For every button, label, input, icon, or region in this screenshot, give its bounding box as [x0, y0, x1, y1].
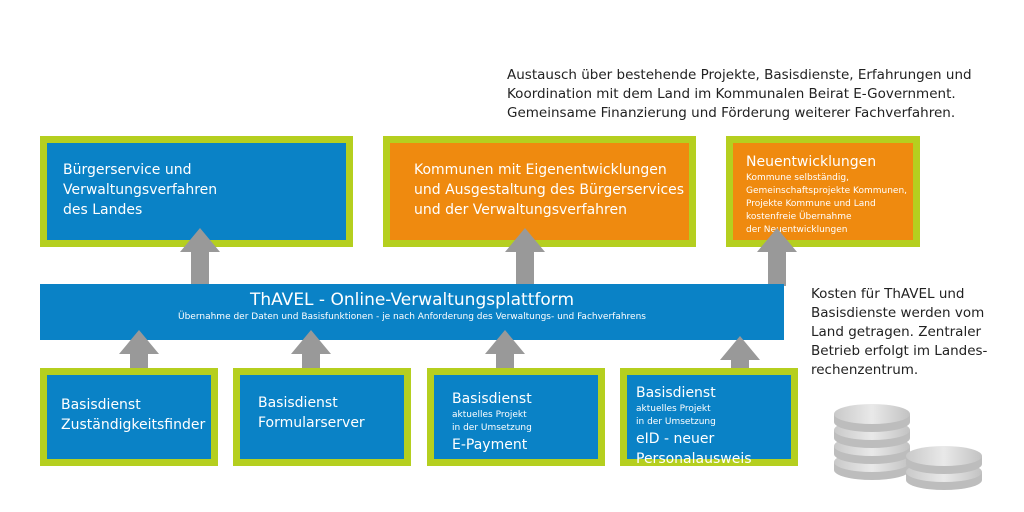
up-arrow-icon	[180, 228, 220, 286]
note-right: Kosten für ThAVEL und Basisdienste werde…	[811, 285, 987, 380]
box-land-line: Bürgerservice und Verwaltungsverfahren	[63, 162, 218, 198]
box-b4-small: aktuelles Projekt	[636, 404, 711, 414]
note-top: Austausch über bestehende Projekte, Basi…	[507, 66, 972, 123]
box-formularserver: Basisdienst Formularserver	[233, 368, 411, 466]
note-top-line: Koordination mit dem Land im Kommunalen …	[507, 86, 956, 102]
box-b3-small: in der Umsetzung	[452, 423, 532, 433]
up-arrow-icon	[757, 228, 797, 286]
box-b4-title: Basisdienst	[636, 385, 716, 401]
note-right-line: rechenzentrum.	[811, 362, 919, 378]
box-b2-line: Formularserver	[258, 415, 365, 431]
platform-bar: ThAVEL - Online-Verwaltungsplattform Übe…	[40, 284, 784, 340]
note-right-line: Basisdienste werden vom	[811, 305, 985, 321]
box-zustaendigkeitsfinder: Basisdienst Zuständigkeitsfinder	[40, 368, 218, 466]
box-b4-name: Personalausweis	[636, 451, 752, 467]
box-b3-title: Basisdienst	[452, 391, 532, 407]
up-arrow-icon	[119, 330, 159, 382]
box-neu-line: Projekte Kommune und Land	[746, 199, 876, 209]
box-neu-line: Kommune selbständig,	[746, 173, 849, 183]
note-top-line: Austausch über bestehende Projekte, Basi…	[507, 67, 972, 83]
up-arrow-icon	[720, 336, 760, 392]
box-neu-line: der Neuentwicklungen	[746, 225, 848, 235]
platform-subtitle: Übernahme der Daten und Basisfunktionen …	[178, 312, 646, 322]
box-neuentwicklungen: Neuentwicklungen Kommune selbständig, Ge…	[726, 136, 920, 247]
note-right-line: Betrieb erfolgt im Landes-	[811, 343, 988, 359]
box-b4-small: in der Umsetzung	[636, 417, 716, 427]
box-land-line: des Landes	[63, 202, 143, 218]
note-right-line: Kosten für ThAVEL und	[811, 286, 965, 302]
up-arrow-icon	[291, 330, 331, 382]
box-b3-small: aktuelles Projekt	[452, 410, 527, 420]
box-kommunen-line: Kommunen mit Eigenentwicklungen	[414, 162, 667, 178]
box-b1-line: Zuständigkeitsfinder	[61, 417, 206, 433]
box-kommunen-line: und Ausgestaltung des Bürgerservices	[414, 182, 685, 198]
box-b3-name: E-Payment	[452, 437, 528, 453]
box-kommunen: Kommunen mit Eigenentwicklungen und Ausg…	[383, 136, 696, 247]
up-arrow-icon	[505, 228, 545, 286]
box-neu-title: Neuentwicklungen	[746, 154, 877, 170]
box-b4-name: eID - neuer	[636, 431, 715, 447]
box-e-payment: Basisdienst aktuelles Projekt in der Ums…	[427, 368, 605, 466]
box-eid: Basisdienst aktuelles Projekt in der Ums…	[620, 368, 798, 467]
up-arrow-icon	[485, 330, 525, 382]
box-b2-line: Basisdienst	[258, 395, 338, 411]
box-neu-line: Gemeinschaftsprojekte Kommunen,	[746, 186, 908, 196]
note-top-line: Gemeinsame Finanzierung und Förderung we…	[507, 105, 956, 121]
box-b1-line: Basisdienst	[61, 397, 141, 413]
platform-title: ThAVEL - Online-Verwaltungsplattform	[249, 290, 575, 310]
box-kommunen-line: und der Verwaltungsverfahren	[414, 202, 627, 218]
note-right-line: Land getragen. Zentraler	[811, 324, 982, 340]
box-land: Bürgerservice und Verwaltungsverfahren d…	[40, 136, 353, 247]
coins-icon	[834, 404, 982, 490]
box-neu-line: kostenfreie Übernahme	[746, 212, 852, 222]
